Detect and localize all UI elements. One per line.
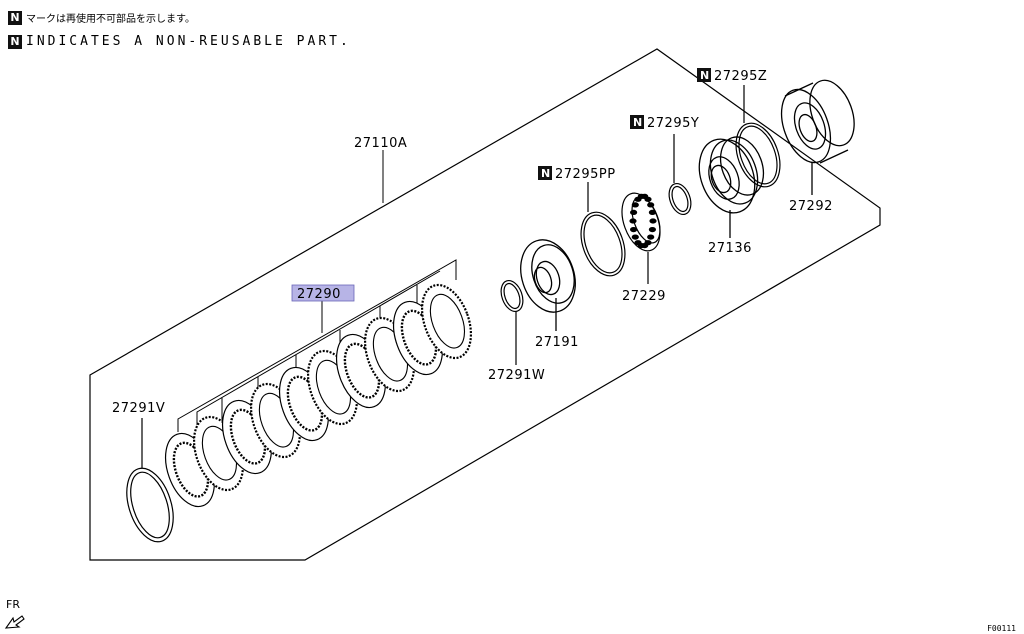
legend-japanese: N マークは再使用不可部品を示します。: [8, 10, 195, 25]
front-direction-arrow-icon: [4, 615, 25, 629]
steel-plate: [420, 283, 473, 360]
return-springs: [629, 193, 657, 249]
return-spring: [649, 218, 657, 224]
non-reusable-marker-icon: N: [8, 10, 22, 25]
seal-ring-27295Y: [668, 134, 692, 216]
label-27136[interactable]: 27136: [708, 241, 752, 256]
clutch-plates: [164, 283, 473, 508]
non-reusable-marker-icon: [630, 115, 644, 129]
return-spring: [629, 218, 637, 224]
label-27290-highlight: [291, 284, 355, 302]
return-spring: [631, 202, 639, 208]
seal-ring-27295PP: [580, 182, 626, 277]
snap-ring-27291V: [126, 418, 174, 543]
return-spring: [647, 234, 655, 240]
legend-english: N INDICATES A NON-REUSABLE PART.: [8, 34, 351, 49]
figure-code: F00111: [987, 624, 1016, 633]
return-spring: [644, 196, 652, 202]
bracket-27110A: [177, 150, 457, 432]
label-27290[interactable]: 27290: [297, 287, 341, 302]
label-27295PP[interactable]: 27295PP: [555, 167, 616, 182]
return-spring: [634, 240, 642, 246]
label-27110A[interactable]: 27110A: [354, 136, 407, 151]
return-spring: [631, 234, 639, 240]
seal-ring-27295Z: [735, 85, 781, 188]
marker-letter: N: [541, 167, 550, 180]
return-spring: [648, 209, 657, 215]
non-reusable-marker-icon: [697, 68, 711, 82]
marker-letter: N: [633, 116, 642, 129]
label-27229[interactable]: 27229: [622, 289, 666, 304]
assembly-outline: [89, 48, 881, 561]
label-27291W[interactable]: 27291W: [488, 368, 545, 383]
return-spring: [648, 227, 657, 233]
spring-retainer-27229: [621, 192, 661, 284]
label-27191[interactable]: 27191: [535, 335, 579, 350]
label-27295Z[interactable]: 27295Z: [714, 69, 767, 84]
snap-ring-27291W: [500, 279, 524, 365]
planetary-carrier-27292: [780, 79, 855, 195]
non-reusable-marker-icon: [538, 166, 552, 180]
marker-letter: N: [700, 69, 709, 82]
return-spring: [629, 209, 638, 215]
return-spring: [647, 202, 655, 208]
clutch-drum-27136: [698, 136, 765, 238]
return-spring: [629, 227, 638, 233]
piston-27191: [520, 239, 576, 331]
non-reusable-marker-icon: N: [8, 34, 22, 49]
label-27295Y[interactable]: 27295Y: [647, 116, 699, 131]
label-27291V[interactable]: 27291V: [112, 401, 165, 416]
front-direction-label: FR: [6, 598, 20, 611]
legend-english-text: INDICATES A NON-REUSABLE PART.: [26, 34, 351, 49]
legend-japanese-text: マークは再使用不可部品を示します。: [26, 14, 195, 25]
label-27292[interactable]: 27292: [789, 199, 833, 214]
